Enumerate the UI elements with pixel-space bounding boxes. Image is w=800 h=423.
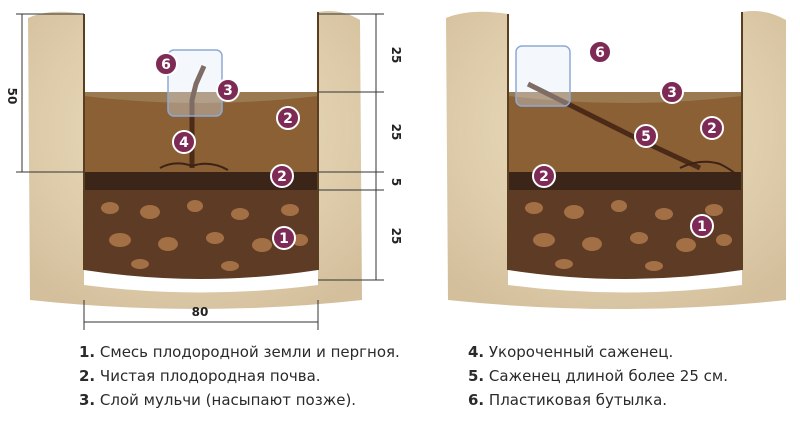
legend-item-3: 3. Слой мульчи (насыпают позже). <box>79 391 357 409</box>
svg-text:6: 6 <box>595 45 605 61</box>
long-seedling <box>526 81 702 171</box>
svg-text:2: 2 <box>283 111 293 127</box>
dim-5: 5 <box>389 178 403 186</box>
left-marker-2-upper: 2 <box>276 106 300 130</box>
dim-25-top: 25 <box>389 47 403 64</box>
svg-text:4: 4 <box>179 135 189 151</box>
left-marker-3: 3 <box>216 78 240 102</box>
legend-item-4: 4. Укороченный саженец. <box>468 343 674 361</box>
surrounding-ground <box>28 11 362 309</box>
plastic-bottle <box>515 45 571 107</box>
legend-right: 4. Укороченный саженец. 5. Саженец длино… <box>468 340 728 412</box>
svg-text:3: 3 <box>223 83 233 99</box>
svg-text:2: 2 <box>277 169 287 185</box>
stones <box>525 200 732 271</box>
surrounding-ground <box>446 11 786 309</box>
right-marker-6: 6 <box>588 40 612 64</box>
svg-text:5: 5 <box>641 129 651 145</box>
right-marker-3: 3 <box>660 80 684 104</box>
legend-item-1: 1. Смесь плодородной земли и пергноя. <box>79 343 400 361</box>
legend-item-6: 6. Пластиковая бутылка. <box>468 391 668 409</box>
planting-pit-diagram: 50 25 25 5 25 80 6 3 2 4 2 1 <box>5 11 786 330</box>
right-marker-2-lower: 2 <box>532 164 556 188</box>
right-marker-2-upper: 2 <box>700 116 724 140</box>
svg-text:1: 1 <box>697 219 707 235</box>
legend-left: 1. Смесь плодородной земли и пергноя. 2.… <box>79 340 400 412</box>
dark-soil-strip <box>84 172 318 190</box>
svg-text:1: 1 <box>279 231 289 247</box>
left-marker-4: 4 <box>172 130 196 154</box>
left-dimension-lines <box>16 13 384 330</box>
legend-item-2: 2. Чистая плодородная почва. <box>79 367 321 385</box>
dim-80: 80 <box>192 305 209 319</box>
clean-soil-layer <box>84 96 318 172</box>
seedling-roots <box>679 160 739 177</box>
left-marker-1: 1 <box>272 226 296 250</box>
left-marker-6: 6 <box>154 52 178 76</box>
dark-soil-strip <box>508 172 742 190</box>
legend-item-5: 5. Саженец длиной более 25 см. <box>468 367 728 385</box>
dim-25-bottom: 25 <box>389 228 403 245</box>
dim-50: 50 <box>5 88 19 105</box>
left-pit: 50 25 25 5 25 80 6 3 2 4 2 1 <box>5 11 403 330</box>
right-marker-1: 1 <box>690 214 714 238</box>
svg-text:3: 3 <box>667 85 677 101</box>
svg-text:2: 2 <box>539 169 549 185</box>
svg-text:6: 6 <box>161 57 171 73</box>
dim-25-mid: 25 <box>389 124 403 141</box>
right-marker-5: 5 <box>634 124 658 148</box>
right-pit: 6 3 2 5 2 1 <box>446 11 786 309</box>
stones <box>101 200 308 271</box>
left-marker-2-lower: 2 <box>270 164 294 188</box>
svg-text:2: 2 <box>707 121 717 137</box>
seedling-roots <box>159 162 229 171</box>
